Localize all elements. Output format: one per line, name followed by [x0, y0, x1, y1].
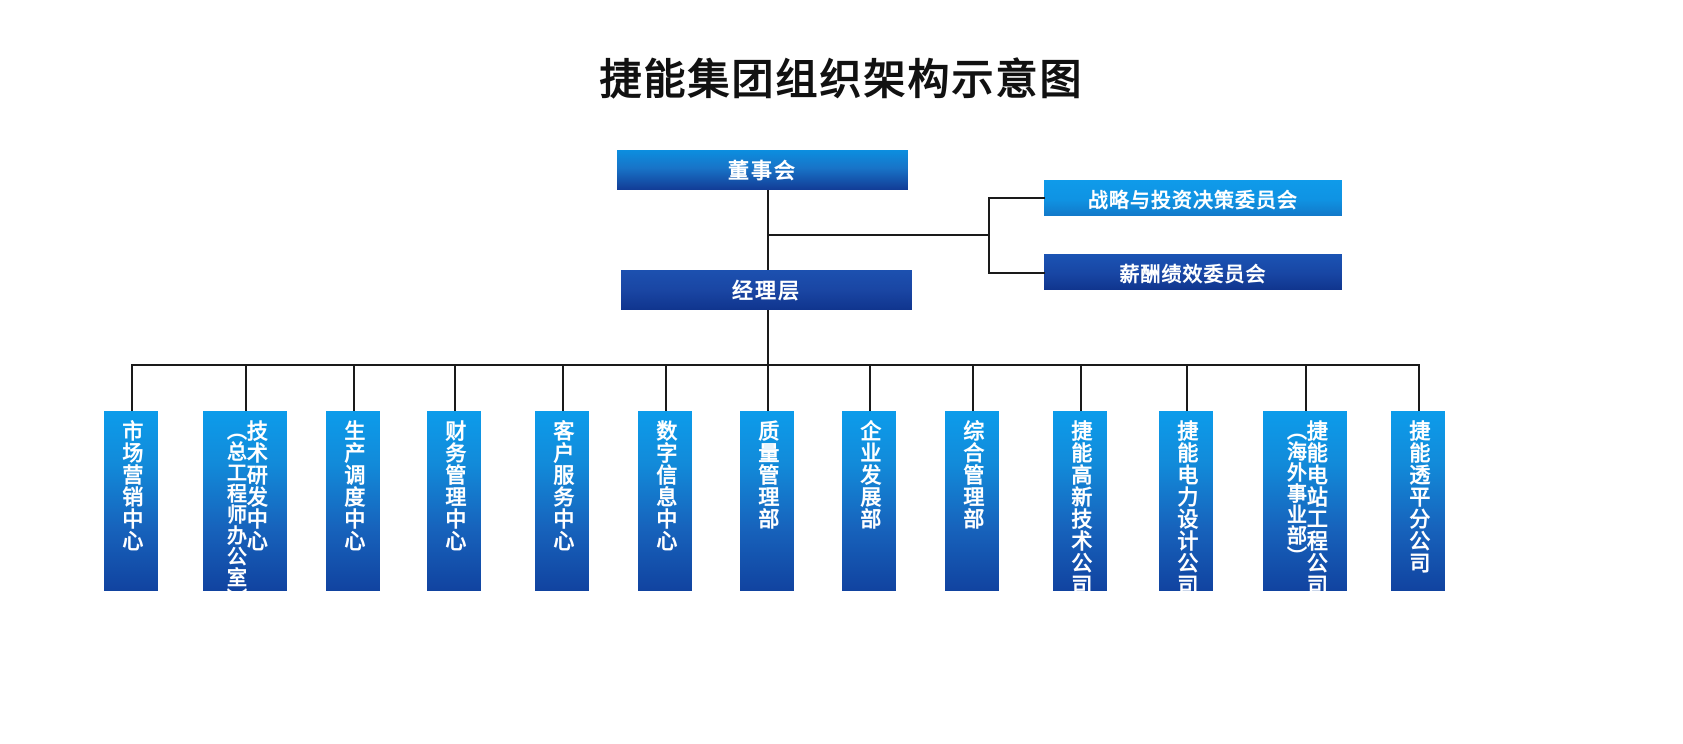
connector-drop-6: [665, 364, 667, 412]
connector-drop-5: [562, 364, 564, 412]
connector-drop-2: [245, 364, 247, 412]
department-label-main-4: 财务管理中心: [442, 420, 466, 552]
department-box-11[interactable]: 捷能电力设计公司: [1159, 411, 1213, 591]
department-box-9[interactable]: 综合管理部: [945, 411, 999, 591]
department-label-main-2: 技术研发中心: [244, 420, 268, 552]
connector-drop-3: [353, 364, 355, 412]
connector-drop-4: [454, 364, 456, 412]
connector-bracket-to-committee-compensation: [988, 272, 1045, 274]
department-label-main-6: 数字信息中心: [653, 420, 677, 552]
department-box-13[interactable]: 捷能透平分公司: [1391, 411, 1445, 591]
connector-manager-down: [767, 310, 769, 365]
connector-board-to-manager: [767, 190, 769, 270]
connector-board-to-committee-bracket: [767, 234, 989, 236]
department-box-8[interactable]: 企业发展部: [842, 411, 896, 591]
connector-bracket-to-committee-strategy: [988, 197, 1045, 199]
node-manager[interactable]: 经理层: [621, 270, 912, 310]
node-board[interactable]: 董事会: [617, 150, 908, 190]
connector-drop-9: [972, 364, 974, 412]
connector-committee-bracket-vertical: [988, 197, 990, 273]
connector-drop-10: [1080, 364, 1082, 412]
connector-department-busbar: [131, 364, 1419, 366]
department-box-1[interactable]: 市场营销中心: [104, 411, 158, 591]
node-committee-compensation-label: 薪酬绩效委员会: [1119, 263, 1267, 286]
page-title: 捷能集团组织架构示意图: [599, 58, 1084, 104]
department-label-main-1: 市场营销中心: [119, 420, 143, 552]
node-board-label: 董事会: [728, 160, 797, 183]
department-label-main-8: 企业发展部: [857, 420, 881, 530]
node-manager-label: 经理层: [732, 280, 801, 303]
department-box-3[interactable]: 生产调度中心: [326, 411, 380, 591]
department-label-sub-2: （总工程师办公室）: [223, 420, 246, 591]
department-box-5[interactable]: 客户服务中心: [535, 411, 589, 591]
connector-drop-1: [131, 364, 133, 412]
department-label-main-13: 捷能透平分公司: [1406, 420, 1430, 574]
department-label-main-12: 捷能电站工程公司: [1304, 420, 1328, 591]
node-committee-strategy[interactable]: 战略与投资决策委员会: [1044, 180, 1342, 216]
department-box-4[interactable]: 财务管理中心: [427, 411, 481, 591]
connector-drop-12: [1305, 364, 1307, 412]
department-label-sub-12: （海外事业部）: [1283, 420, 1306, 567]
connector-drop-11: [1186, 364, 1188, 412]
department-box-6[interactable]: 数字信息中心: [638, 411, 692, 591]
node-committee-compensation[interactable]: 薪酬绩效委员会: [1044, 254, 1342, 290]
node-committee-strategy-label: 战略与投资决策委员会: [1088, 189, 1298, 212]
department-label-main-9: 综合管理部: [960, 420, 984, 530]
department-label-main-7: 质量管理部: [755, 420, 779, 530]
connector-drop-7: [767, 364, 769, 412]
department-box-2[interactable]: 技术研发中心 （总工程师办公室）: [203, 411, 287, 591]
department-label-main-5: 客户服务中心: [550, 420, 574, 552]
department-label-main-3: 生产调度中心: [341, 420, 365, 552]
department-box-12[interactable]: 捷能电站工程公司 （海外事业部）: [1263, 411, 1347, 591]
department-label-main-10: 捷能高新技术公司: [1068, 420, 1092, 591]
connector-drop-8: [869, 364, 871, 412]
department-box-10[interactable]: 捷能高新技术公司: [1053, 411, 1107, 591]
connector-drop-13: [1418, 364, 1420, 412]
department-label-main-11: 捷能电力设计公司: [1174, 420, 1198, 591]
department-box-7[interactable]: 质量管理部: [740, 411, 794, 591]
